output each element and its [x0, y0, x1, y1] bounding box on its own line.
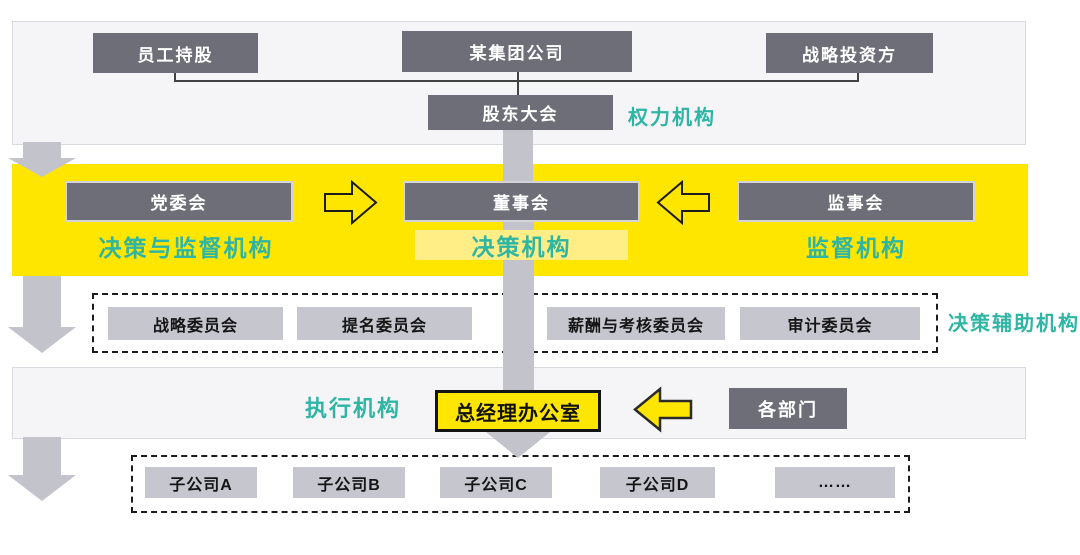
committee-label: 薪酬与考核委员会 [567, 317, 704, 335]
flow-arrow-right-icon [324, 180, 378, 225]
committee-box-audit: 审计委员会 [740, 307, 920, 340]
owner-label: 员工持股 [137, 45, 214, 65]
subsidiary-box-more: …… [775, 467, 895, 498]
yellow-arrow-left-icon [633, 386, 693, 433]
supervisory-board-label: 监事会 [827, 194, 885, 213]
owner-label: 战略投资方 [802, 45, 897, 65]
subsidiary-label: 子公司B [317, 476, 381, 494]
owner-label: 某集团公司 [469, 44, 565, 63]
subsidiary-label: 子公司A [169, 476, 233, 494]
subsidiary-more-label: …… [818, 473, 852, 491]
committee-box-strategy: 战略委员会 [108, 307, 283, 340]
connector-line-right-stub [857, 73, 859, 82]
decision-support-tag: 决策辅助机构 [948, 313, 1080, 335]
committee-label: 提名委员会 [341, 317, 427, 335]
owner-box-employee-stock: 员工持股 [93, 33, 258, 73]
down-arrow-2-icon [8, 276, 76, 353]
connector-line-horizontal [174, 80, 859, 82]
subsidiary-label: 子公司D [625, 476, 690, 494]
departments-box: 各部门 [729, 388, 847, 429]
committee-label: 审计委员会 [787, 317, 873, 335]
gm-office-box: 总经理办公室 [435, 390, 601, 432]
board-role-highlight: 决策机构 [415, 230, 628, 260]
party-committee-box: 党委会 [65, 181, 293, 222]
flow-arrow-left-icon [656, 180, 710, 225]
connector-line-center-stub [517, 72, 519, 95]
supervisory-board-box: 监事会 [737, 181, 975, 222]
down-arrow-1-icon [8, 142, 76, 177]
board-box: 董事会 [403, 181, 640, 222]
committee-box-nomination: 提名委员会 [297, 307, 472, 340]
subsidiaries-dashed-box [131, 455, 910, 513]
shareholders-meeting-box: 股东大会 [428, 95, 613, 130]
subsidiary-label: 子公司C [464, 476, 528, 494]
executive-body-tag: 执行机构 [305, 396, 402, 421]
subsidiary-box-b: 子公司B [293, 467, 405, 498]
committee-label: 战略委员会 [152, 317, 238, 335]
party-committee-label: 党委会 [150, 194, 208, 213]
committee-box-compensation: 薪酬与考核委员会 [547, 307, 725, 340]
subsidiary-box-d: 子公司D [600, 467, 715, 498]
board-role-label: 决策机构 [471, 234, 572, 260]
connector-line-left-stub [174, 73, 176, 81]
owner-box-group-company: 某集团公司 [402, 31, 632, 72]
flow-arrowhead-to-subsidiaries-icon [486, 432, 550, 458]
down-arrow-3-icon [8, 437, 76, 501]
board-label: 董事会 [493, 194, 550, 213]
flow-bar-shareholders-to-board [503, 130, 533, 182]
authority-body-tag: 权力机构 [628, 107, 716, 129]
subsidiary-box-c: 子公司C [440, 467, 552, 498]
owner-box-strategic-investor: 战略投资方 [766, 33, 933, 73]
supervisory-role-label: 监督机构 [806, 235, 906, 261]
subsidiary-box-a: 子公司A [145, 467, 257, 498]
gm-office-label: 总经理办公室 [455, 402, 581, 425]
party-role-label: 决策与监督机构 [98, 235, 274, 261]
shareholders-meeting-label: 股东大会 [482, 105, 559, 124]
departments-label: 各部门 [758, 399, 818, 420]
